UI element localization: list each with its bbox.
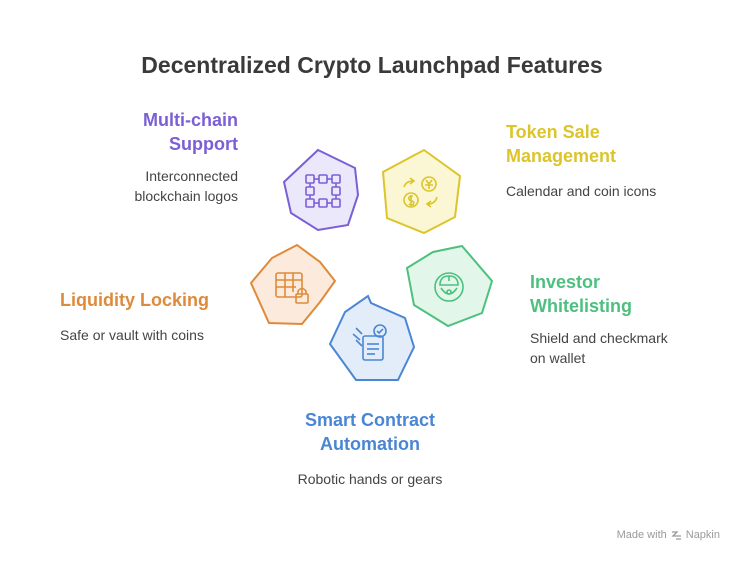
napkin-logo-icon (671, 530, 681, 540)
automation-desc: Robotic hands or gears (220, 469, 520, 489)
automation-desc-line-1: Robotic hands or gears (297, 471, 443, 487)
diagram-title: Decentralized Crypto Launchpad Features (141, 52, 603, 78)
multichain-desc-line-2: blockchain logos (134, 188, 238, 204)
multichain-node (282, 148, 360, 232)
multichain-title-line-2: Support (169, 134, 238, 154)
liquidity-node (249, 243, 337, 326)
contract-document-icon (352, 324, 387, 361)
worker-gear-icon (434, 272, 464, 302)
tokensale-title: Token Sale Management (506, 120, 616, 168)
currency-exchange-icon (403, 176, 438, 208)
whitelisting-node (405, 244, 494, 328)
napkin-brand-label: Napkin (685, 529, 720, 541)
tokensale-desc-line-1: Calendar and coin icons (506, 183, 657, 199)
automation-title-line-2: Automation (320, 434, 420, 454)
made-with-label: Made with (616, 529, 667, 541)
tokensale-desc: Calendar and coin icons (506, 181, 656, 201)
whitelisting-desc-line-1: Shield and checkmark (530, 330, 668, 346)
liquidity-desc-line-1: Safe or vault with coins (60, 327, 204, 343)
whitelisting-title: Investor Whitelisting (530, 270, 632, 318)
automation-node (328, 294, 416, 381)
whitelisting-desc-line-2: on wallet (530, 350, 586, 366)
tokensale-title-line-1: Token Sale (506, 122, 600, 142)
whitelisting-title-line-2: Whitelisting (530, 296, 632, 316)
tokensale-title-line-2: Management (506, 146, 617, 166)
liquidity-title-line-1: Liquidity Locking (60, 290, 209, 310)
automation-title: Smart Contract Automation (220, 408, 520, 456)
blockchain-grid-icon (305, 174, 341, 208)
automation-title-line-1: Smart Contract (304, 410, 436, 430)
locked-table-icon (275, 272, 309, 304)
multichain-desc: Interconnected blockchain logos (134, 166, 238, 206)
whitelisting-desc: Shield and checkmark on wallet (530, 328, 668, 368)
liquidity-title: Liquidity Locking (60, 288, 209, 312)
liquidity-desc: Safe or vault with coins (60, 325, 204, 345)
multichain-title: Multi-chain Support (143, 108, 238, 156)
tokensale-node (381, 148, 462, 235)
whitelisting-title-line-1: Investor (530, 272, 601, 292)
footer-attribution[interactable]: Made with Napkin (617, 529, 720, 541)
multichain-desc-line-1: Interconnected (145, 168, 238, 184)
multichain-title-line-1: Multi-chain (143, 110, 238, 130)
